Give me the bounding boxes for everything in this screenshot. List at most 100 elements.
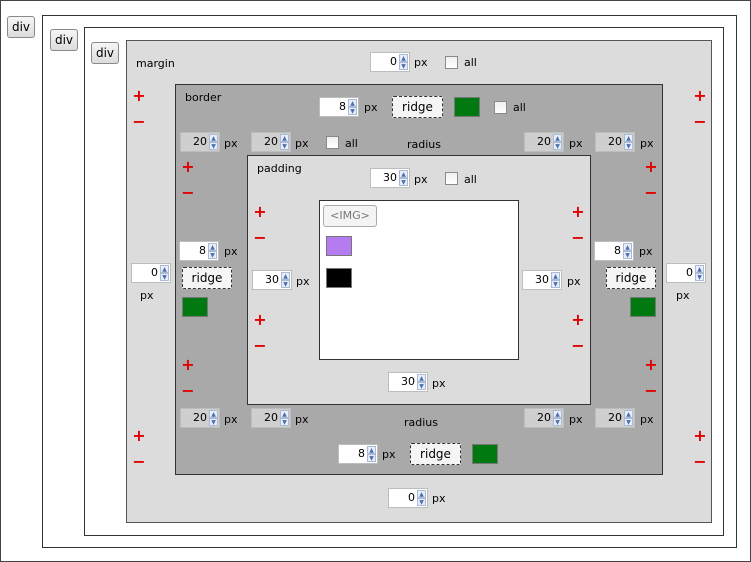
border-right-width-input[interactable]: 8▲▼	[594, 241, 634, 261]
px-label: px	[640, 137, 654, 150]
border-bottom-color-swatch[interactable]	[472, 444, 498, 464]
border-all-checkbox[interactable]	[494, 101, 507, 114]
spinner-icon[interactable]: ▲▼	[623, 243, 632, 259]
margin-right-minus-icon[interactable]: −	[693, 112, 707, 131]
padding-right-input[interactable]: 30▲▼	[522, 270, 562, 290]
value: 20	[193, 135, 207, 148]
border-right-minus-icon[interactable]: −	[644, 183, 658, 202]
spinner-icon[interactable]: ▲▼	[553, 410, 562, 426]
spinner-icon[interactable]: ▲▼	[624, 410, 633, 426]
value: 30	[383, 171, 397, 184]
padding-top-input[interactable]: 30▲▼	[370, 168, 410, 188]
border-bottom-style-button[interactable]: ridge	[410, 443, 461, 465]
border-right-plus-icon[interactable]: +	[644, 157, 658, 176]
radius-bottom-left-input[interactable]: 20▲▼	[180, 408, 220, 428]
border-right-style-button[interactable]: ridge	[606, 267, 656, 289]
spinner-icon[interactable]: ▲▼	[209, 134, 218, 150]
margin-left-input[interactable]: 0▲▼	[131, 263, 171, 283]
div-button-2[interactable]: div	[50, 29, 78, 51]
border-top-color-swatch[interactable]	[454, 97, 480, 117]
spinner-icon[interactable]: ▲▼	[160, 265, 169, 281]
spinner-icon[interactable]: ▲▼	[417, 490, 426, 506]
padding-right-plus-icon[interactable]: +	[571, 310, 585, 329]
radius-top-left-input-2[interactable]: 20▲▼	[251, 132, 291, 152]
value: 20	[264, 135, 278, 148]
background-color-swatch[interactable]	[326, 236, 352, 256]
div-button-1[interactable]: div	[7, 16, 35, 38]
margin-left-minus-icon[interactable]: −	[132, 112, 146, 131]
margin-right-plus-icon[interactable]: +	[693, 426, 707, 445]
margin-right-minus-icon[interactable]: −	[693, 452, 707, 471]
spinner-icon[interactable]: ▲▼	[208, 243, 217, 259]
margin-top-input[interactable]: 0▲▼	[370, 52, 410, 72]
px-label: px	[224, 245, 238, 258]
padding-right-minus-icon[interactable]: −	[571, 228, 585, 247]
px-label: px	[296, 275, 310, 288]
border-right-minus-icon[interactable]: −	[644, 381, 658, 400]
value: 0	[686, 266, 693, 279]
margin-left-minus-icon[interactable]: −	[132, 452, 146, 471]
radius-bottom-left-input-2[interactable]: 20▲▼	[251, 408, 291, 428]
spinner-icon[interactable]: ▲▼	[551, 272, 560, 288]
border-left-minus-icon[interactable]: −	[181, 183, 195, 202]
px-label: px	[140, 289, 154, 302]
border-right-color-swatch[interactable]	[630, 297, 656, 317]
radius-bottom-right-input[interactable]: 20▲▼	[524, 408, 564, 428]
radius-top-right-input-2[interactable]: 20▲▼	[595, 132, 635, 152]
radius-bottom-right-input-2[interactable]: 20▲▼	[595, 408, 635, 428]
spinner-icon[interactable]: ▲▼	[281, 272, 290, 288]
spinner-icon[interactable]: ▲▼	[348, 99, 357, 115]
padding-bottom-input[interactable]: 30▲▼	[388, 372, 428, 392]
value: 20	[537, 411, 551, 424]
border-top-width-input[interactable]: 8▲▼	[319, 97, 359, 117]
px-label: px	[676, 289, 690, 302]
margin-left-plus-icon[interactable]: +	[132, 86, 146, 105]
padding-left-minus-icon[interactable]: −	[253, 336, 267, 355]
padding-right-minus-icon[interactable]: −	[571, 336, 585, 355]
margin-all-checkbox[interactable]	[445, 56, 458, 69]
value: 0	[390, 55, 397, 68]
padding-left-minus-icon[interactable]: −	[253, 228, 267, 247]
spinner-icon[interactable]: ▲▼	[367, 446, 376, 462]
border-left-width-input[interactable]: 8▲▼	[179, 241, 219, 261]
border-left-style-button[interactable]: ridge	[182, 267, 232, 289]
border-bottom-width-input[interactable]: 8▲▼	[338, 444, 378, 464]
spinner-icon[interactable]: ▲▼	[624, 134, 633, 150]
spinner-icon[interactable]: ▲▼	[280, 410, 289, 426]
spinner-icon[interactable]: ▲▼	[553, 134, 562, 150]
value: 20	[537, 135, 551, 148]
border-top-style-button[interactable]: ridge	[392, 96, 443, 118]
spinner-icon[interactable]: ▲▼	[417, 374, 426, 390]
margin-bottom-input[interactable]: 0▲▼	[388, 488, 428, 508]
radius-top-right-input[interactable]: 20▲▼	[524, 132, 564, 152]
padding-left-plus-icon[interactable]: +	[253, 202, 267, 221]
spinner-icon[interactable]: ▲▼	[399, 54, 408, 70]
spinner-icon[interactable]: ▲▼	[399, 170, 408, 186]
padding-all-checkbox[interactable]	[445, 172, 458, 185]
div-button-3[interactable]: div	[91, 42, 119, 64]
margin-left-plus-icon[interactable]: +	[132, 426, 146, 445]
value: 8	[358, 447, 365, 460]
padding-right-plus-icon[interactable]: +	[571, 202, 585, 221]
text-color-swatch[interactable]	[326, 268, 352, 288]
img-button[interactable]: <IMG>	[323, 205, 377, 227]
margin-right-input[interactable]: 0▲▼	[666, 263, 706, 283]
px-label: px	[567, 275, 581, 288]
value: 30	[265, 273, 279, 286]
border-label: border	[185, 91, 222, 104]
radius-top-left-input[interactable]: 20▲▼	[180, 132, 220, 152]
all-label: all	[513, 101, 526, 114]
border-left-color-swatch[interactable]	[182, 297, 208, 317]
spinner-icon[interactable]: ▲▼	[280, 134, 289, 150]
border-left-plus-icon[interactable]: +	[181, 157, 195, 176]
spinner-icon[interactable]: ▲▼	[695, 265, 704, 281]
spinner-icon[interactable]: ▲▼	[209, 410, 218, 426]
px-label: px	[295, 137, 309, 150]
border-right-plus-icon[interactable]: +	[644, 355, 658, 374]
padding-left-plus-icon[interactable]: +	[253, 310, 267, 329]
radius-all-checkbox[interactable]	[326, 136, 339, 149]
margin-right-plus-icon[interactable]: +	[693, 86, 707, 105]
padding-left-input[interactable]: 30▲▼	[252, 270, 292, 290]
border-left-minus-icon[interactable]: −	[181, 381, 195, 400]
border-left-plus-icon[interactable]: +	[181, 355, 195, 374]
